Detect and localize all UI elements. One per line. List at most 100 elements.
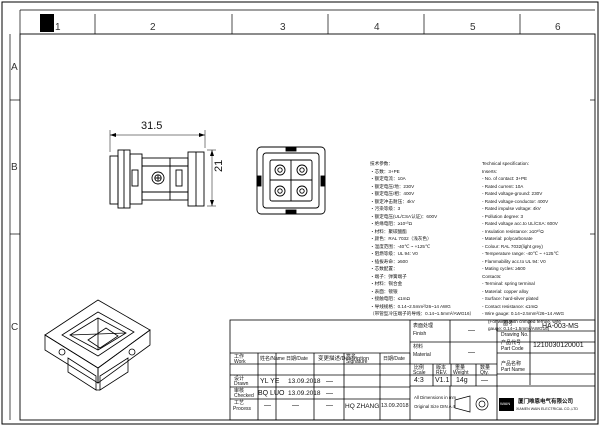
row-drawn-desc: — [326,378,333,385]
spec-line: 技术参数： [370,161,393,166]
row-process-sign-date: 13.09.2018 [381,403,409,409]
part-code-value: 1210030120001 [533,342,584,349]
spec-line: - Terminal: spring terminal [482,281,535,286]
row-checked-work-cn: 审核 [234,388,245,394]
spec-line: Technical specification: [482,161,529,166]
row-checked-work-en: Checked [234,393,254,399]
row-process-work-cn: 工艺 [234,400,245,406]
qty-label-cn: 数量 [480,365,491,371]
qty-label-en: Qty. [480,370,489,376]
spec-line: - Contact resistance: ≤1mΩ [482,303,538,309]
weight-value: 14g [456,377,468,384]
spec-line: (For wires with crimped ferrule, wire [488,318,561,324]
spec-line: gauge: 0.14~1.5mm²/AWG16) [488,326,550,331]
qty-value: — [481,377,488,384]
weight-label-en: Weight [453,370,469,376]
spec-line: - Mating cycles: ≥500 [482,266,526,271]
isometric-view [44,299,151,391]
drawing-no-label-cn: 图号 [503,321,514,327]
row-process-name: — [264,402,271,409]
row-process-date: — [292,402,299,409]
company-name-cn: 厦门唯恩电气有限公司 [518,399,574,405]
spec-line: - Material: copper alloy [482,288,529,294]
spec-line: - Rated current: 10A [482,183,524,189]
zone-label-top: 5 [470,22,476,33]
dims-note-2: Original Size DIN A 4 [414,404,455,409]
row-drawn-work-cn: 设计 [234,376,245,382]
zone-label-top: 4 [374,22,380,33]
part-name-label-cn: 产品名称 [501,361,522,367]
weight-label-cn: 重量 [455,365,466,371]
row-drawn-work-en: Drawn [234,381,249,387]
rev-label-en: REV. [436,370,448,376]
row-checked-date: 13.09.2018 [288,390,321,397]
material-label-cn: 材料 [413,344,424,350]
spec-line: - Flammability acc.to UL 94: V0 [482,258,546,264]
projection-symbol [454,395,489,413]
spec-line: - Temperature range: -40℃ ~ +125℃ [482,251,559,256]
part-code-label-cn: 产品代号 [501,340,522,346]
part-code-label-en: Part Code [501,346,524,352]
rev-label-cn: 版本 [436,365,447,371]
spec-line: - Rated impulse voltage: 4kV [482,206,541,211]
row-drawn-date: 13.09.2018 [288,378,321,385]
spec-line: - Surface: hard-silver plated [482,296,539,301]
row-checked-desc: — [326,390,333,397]
spec-line: - Wire gauge: 0.14~2.5mm²/26~14 AWG [482,311,565,316]
title-block-grid [229,319,596,421]
zone-label-side: A [11,62,18,73]
header-signature: 签名 [346,354,357,360]
finish-label-en: Finish [413,331,427,337]
spec-line: ・芯数配置： [370,266,398,271]
spec-line: （带管型冷压端子的导线：0.14~1.5mm²/AWG16） [370,311,475,316]
spec-line: ・额定电流：10A [370,176,406,181]
dimension-length: 31.5 [141,120,163,132]
part-name-label-en: Part Name [501,367,525,373]
spec-line: Contacts: [482,273,502,279]
header-work-cn: 工作 [234,354,245,360]
spec-line: ・表面：镀银 [370,288,398,294]
scale-value: 4:3 [414,377,424,384]
zone-label-top: 3 [280,22,286,33]
zone-label-side: B [11,162,18,173]
spec-line: - No. of contact: 3+PE [482,176,528,181]
spec-line: ・端子：弹簧端子 [370,273,407,279]
dimension-height: 21 [213,159,225,172]
zone-label-top: 2 [150,22,156,33]
spec-line: ・阻燃等级：UL 94: V0 [370,251,418,256]
spec-line: - Insulation resistance: ≥10¹⁰Ω [482,228,544,234]
spec-line: - Material: polycarbonate [482,236,533,241]
spec-line: ・温度范围：-40℃ ~ +125℃ [370,243,431,249]
material-label-en: Material [413,352,431,358]
zone-label-side: C [11,322,19,333]
spec-line: ・材料：铜合金 [370,281,403,286]
spec-line: ・额定电压/地：230V [370,183,415,189]
drawing-no-value: HA-003-MS [542,323,579,330]
header-signature-en: Signature [346,359,368,365]
rev-value: V1.1 [435,377,450,384]
spec-line: ・额定冲击耐压：4kV [370,198,415,204]
side-view [109,130,216,209]
row-process-desc: — [326,402,333,409]
scale-label-en: Scale [413,370,426,376]
spec-line: - Rated voltage-conductor: 400V [482,198,549,204]
spec-line: ・导线规格：0.14~2.5mm²/26~14 AWG [370,303,451,309]
header-date: 日期/Date [286,356,308,362]
header-change-description: 变更描述/Description [318,356,370,362]
logo-text: WAIN [500,401,511,406]
dims-note-1: All Dimensions in mm [414,395,457,400]
spec-line: ・额定电压(UL/CSA认证)：600V [370,213,438,219]
row-drawn-name: YL YE [260,378,280,385]
spec-line: ・材料：聚碳酸酯 [370,228,407,234]
spec-chinese: 技术参数： ・芯数：3+PE ・额定电流：10A ・额定电压/地：230V ・额… [370,160,474,318]
zone-label-top: 6 [555,22,561,33]
material-value: — [468,349,475,356]
row-process-work-en: Process [233,406,252,412]
company-name-en: XIAMEN WAIN ELECTRICAL CO.,LTD [516,407,578,411]
company-logo-mark [499,398,514,411]
finish-label-cn: 表面处理 [413,323,434,329]
spec-line: - Colour: RAL 7032(light grey) [482,243,543,249]
row-checked-name: BQ LUO [258,390,285,397]
scale-label-cn: 比例 [414,365,425,371]
